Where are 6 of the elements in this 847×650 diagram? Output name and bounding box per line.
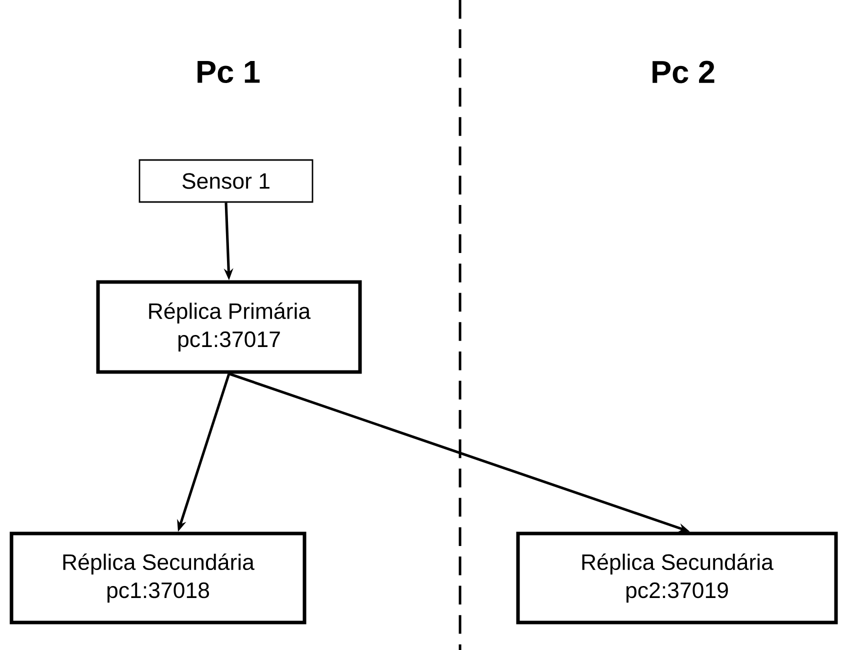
replica-box: Réplica Secundária pc2:37019 [516, 532, 838, 624]
sensor-box: Sensor 1 [138, 159, 314, 203]
replica-box: Réplica Secundária pc1:37018 [10, 532, 306, 624]
replica-box: Réplica Primária pc1:37017 [96, 280, 362, 374]
column-heading: Pc 2 [652, 60, 714, 84]
column-heading: Pc 1 [198, 60, 260, 84]
